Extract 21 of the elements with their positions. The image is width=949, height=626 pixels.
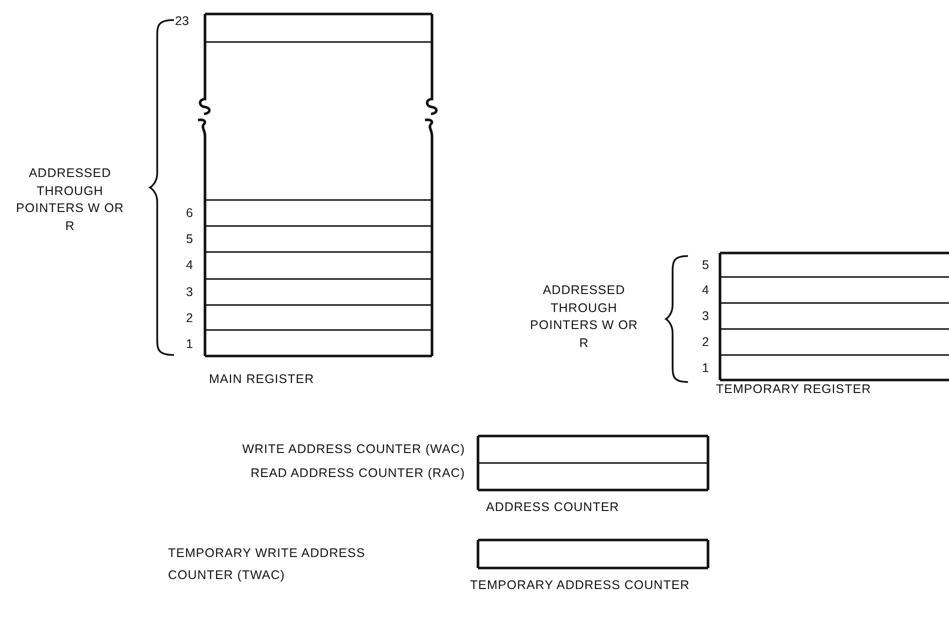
counter-label: READ ADDRESS COUNTER (RAC) bbox=[250, 465, 465, 482]
row-number: 4 bbox=[702, 283, 709, 297]
row-number: 3 bbox=[186, 285, 193, 299]
counter-label: TEMPORARY WRITE ADDRESS COUNTER (TWAC) bbox=[168, 545, 366, 584]
row-number: 5 bbox=[702, 258, 709, 272]
counter-label: WRITE ADDRESS COUNTER (WAC) bbox=[241, 441, 465, 458]
register-caption: ADDRESS COUNTER bbox=[486, 500, 620, 514]
brace-label: ADDRESSED THROUGH POINTERS W OR R bbox=[15, 165, 125, 234]
row-number: 3 bbox=[702, 309, 709, 323]
row-number: 2 bbox=[702, 335, 709, 349]
row-number: 4 bbox=[186, 258, 193, 272]
row-number: 6 bbox=[186, 206, 193, 220]
register-caption: TEMPORARY REGISTER bbox=[716, 382, 872, 396]
row-number: 1 bbox=[186, 337, 193, 351]
register-caption: MAIN REGISTER bbox=[209, 372, 314, 386]
brace-label: ADDRESSED THROUGH POINTERS W OR R bbox=[529, 282, 639, 352]
row-number: 2 bbox=[186, 311, 193, 325]
register-caption: TEMPORARY ADDRESS COUNTER bbox=[470, 578, 690, 592]
row-number: 5 bbox=[186, 232, 193, 246]
row-number: 1 bbox=[702, 361, 709, 375]
row-number: 23 bbox=[175, 14, 189, 28]
